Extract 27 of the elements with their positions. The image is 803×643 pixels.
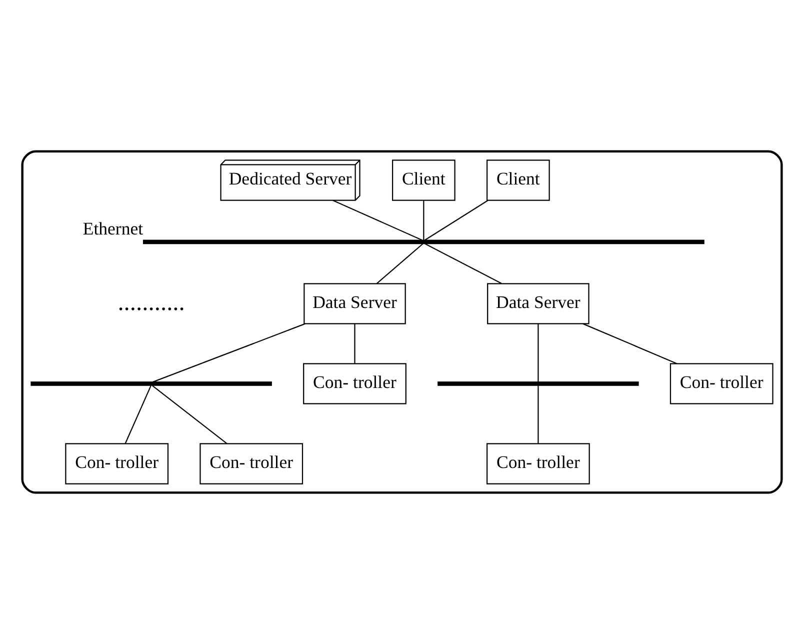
node-bar <box>142 239 704 244</box>
node-box: Con- troller <box>669 362 773 404</box>
node-box: Con- troller <box>199 442 303 484</box>
label: ........... <box>117 288 184 316</box>
cluster <box>20 150 782 494</box>
node-label: Ethernet <box>82 218 143 238</box>
connector <box>376 242 423 284</box>
connector <box>424 242 502 284</box>
node-box: Con- troller <box>64 442 168 484</box>
connector <box>354 324 355 364</box>
connector <box>537 385 538 444</box>
connector <box>152 322 305 382</box>
node-box: Client <box>486 159 550 200</box>
node-box: Con- troller <box>486 442 590 484</box>
connector <box>537 324 538 382</box>
connector <box>422 200 424 240</box>
node-box: Data Server <box>303 282 406 324</box>
connector <box>424 200 488 240</box>
connector <box>124 384 151 444</box>
connector <box>332 199 422 240</box>
node-bar <box>437 380 638 386</box>
connector <box>582 322 677 364</box>
connector <box>152 384 227 444</box>
node-box: Client <box>392 159 455 200</box>
node-box: Con- troller <box>302 362 406 404</box>
node-box: Data Server <box>486 282 589 324</box>
node-bar <box>30 380 272 386</box>
